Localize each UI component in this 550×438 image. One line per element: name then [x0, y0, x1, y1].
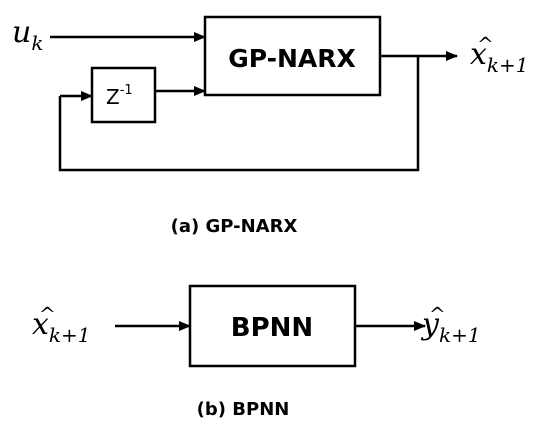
input-x-hat: ^: [39, 302, 56, 326]
delay-z: Z: [106, 85, 120, 109]
caption-a: (a) GP-NARX: [171, 216, 298, 237]
delay-exponent: -1: [120, 83, 133, 98]
input-x-label: xk+1: [32, 307, 91, 347]
input-u-symbol: u: [12, 15, 31, 50]
input-x-symbol: x: [32, 307, 49, 342]
bpnn-block: [188, 284, 357, 368]
output-x-symbol: x: [470, 37, 487, 72]
output-x-label: xk+1: [470, 37, 529, 77]
output-y-subscript: k+1: [439, 323, 481, 347]
delay-label: Z-1: [106, 83, 133, 109]
caption-b: (b) BPNN: [197, 399, 290, 420]
output-x-hat: ^: [477, 32, 494, 56]
diagram-a: uk GP-NARX Z-1 xk+1 ^ (a) GP-NARX: [12, 15, 529, 237]
output-x-subscript: k+1: [487, 53, 529, 77]
output-y-label: yk+1: [420, 307, 481, 347]
output-y-hat: ^: [429, 302, 446, 326]
output-y-symbol: y: [420, 307, 440, 342]
feedback-line: [58, 56, 420, 172]
input-u-subscript: k: [31, 31, 43, 55]
input-u-label: uk: [12, 15, 43, 55]
gp-narx-label: GP-NARX: [228, 44, 356, 73]
input-x-subscript: k+1: [49, 323, 91, 347]
diagram-b: xk+1 ^ BPNN yk+1 ^ (b) BPNN: [32, 284, 481, 420]
bpnn-label: BPNN: [231, 313, 313, 343]
